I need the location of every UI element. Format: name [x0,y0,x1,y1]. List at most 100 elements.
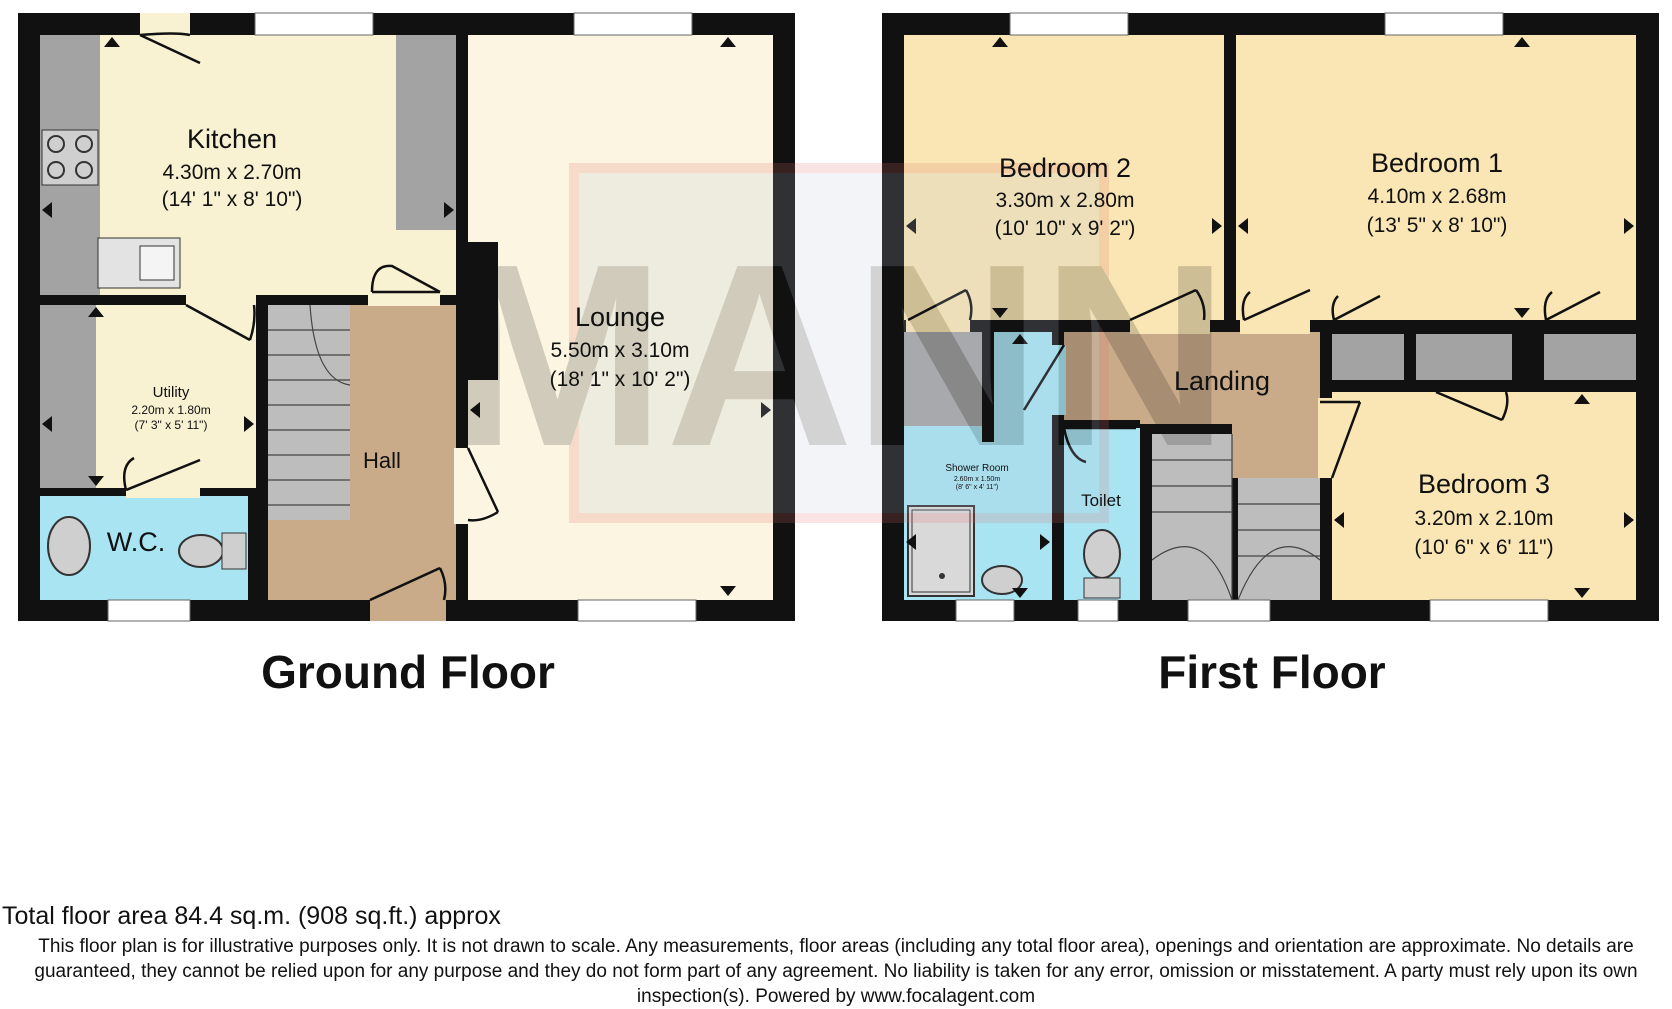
lounge-name: Lounge [575,302,665,332]
shower-room-imperial: (8' 6" x 4' 11") [956,484,999,491]
wall [1320,380,1636,392]
door-opening [1318,398,1334,478]
wall [1140,424,1152,600]
landing-floor [1064,332,1320,424]
cupboard [1544,334,1636,380]
kitchen-back-door-opening [140,13,190,35]
door-opening [368,292,440,306]
bedroom1-metric: 4.10m x 2.68m [1368,185,1507,208]
hob-ring [47,135,65,153]
window [1429,599,1549,622]
bedroom2-floor [904,35,1224,322]
lounge-imperial: (18' 1" x 10' 2") [550,368,691,391]
watermark-box [574,168,1104,518]
wall [1532,332,1544,380]
bedroom3-imperial: (10' 6" x 6' 11") [1414,536,1553,559]
window [955,599,1015,622]
door-swings [123,32,500,602]
utility-name: Utility [153,384,190,401]
first-floor-title: First Floor [1158,646,1386,698]
watermark: MANN [449,163,1229,523]
kitchen-imperial: (14' 1" x 8' 10") [162,188,303,211]
kitchen-name: Kitchen [187,124,277,154]
window [107,599,191,622]
bedroom2-metric: 3.30m x 2.80m [996,189,1135,212]
dimension-markers [42,37,771,596]
wall [982,332,994,442]
total-floor-area: Total floor area 84.4 sq.m. (908 sq.ft.)… [2,902,501,930]
hob-ring [75,135,93,153]
sink-bowl [139,245,175,281]
bedroom1-name: Bedroom 1 [1371,148,1503,178]
lounge-metric: 5.50m x 3.10m [551,339,690,362]
cupboard [1416,334,1512,380]
window [1187,599,1271,622]
basin-icon [47,516,91,576]
door-opening [454,448,470,524]
window [254,12,374,36]
shower-room-metric: 2.60m x 1.50m [954,476,1000,483]
cistern [221,532,247,570]
shower-drain [939,573,945,579]
wall [1404,332,1416,380]
first-floor-plan [882,12,1659,622]
landing-floor [1232,424,1320,478]
window [573,12,693,36]
utility-worktop [40,305,96,488]
cupboard [904,332,982,426]
ground-floor-title: Ground Floor [261,646,555,698]
shower-tray-icon [907,505,975,597]
bedroom3-metric: 3.20m x 2.10m [1415,507,1554,530]
kitchen-worktop [396,35,456,230]
landing-name: Landing [1174,366,1270,396]
toilet-name: Toilet [1081,491,1121,510]
ground-floor-stairs [268,305,350,520]
toilet-icon [1083,529,1121,579]
disclaimer-text: This floor plan is for illustrative purp… [34,936,1638,1007]
watermark-border [569,163,1109,523]
door-opening [1130,318,1210,334]
wall [1320,320,1636,332]
chimney-breast [456,242,498,380]
door-opening [186,292,256,306]
stair-treads [1151,434,1321,601]
wall [1064,420,1140,428]
stair-treads [268,304,351,506]
utility-metric: 2.20m x 1.80m [131,403,210,417]
watermark-text: MANN [449,211,1229,501]
shower-tray-inner [911,509,971,593]
hob-ring [47,161,65,179]
door-swings [907,288,1601,479]
basin-icon [981,565,1023,595]
wall [1224,35,1236,332]
door-opening [126,486,200,498]
ground-floor-plan [18,12,795,622]
hall-name: Hall [363,448,401,473]
first-floor-stairs [1238,478,1320,600]
wall [256,295,268,600]
bedroom2-name: Bedroom 2 [999,153,1131,183]
bedroom1-floor [1236,35,1636,320]
cistern [1083,577,1121,599]
floor-plan-drawing: MANN Kitchen 4.30m x 2.70m (14' 1" x 8' … [18,12,1659,622]
wc-name: W.C. [107,527,166,557]
wall [456,35,468,242]
cupboard [1332,334,1404,380]
hob-ring [75,161,93,179]
first-floor-stairs [1152,434,1232,600]
toilet-icon [178,534,224,568]
lounge-floor [468,35,773,600]
utility-imperial: (7' 3" x 5' 11") [135,418,208,432]
door-opening [906,318,970,334]
window [577,599,697,622]
front-door-opening [370,596,446,621]
shower-room-name: Shower Room [945,463,1008,474]
bedroom2-imperial: (10' 10" x 9' 2") [995,217,1136,240]
window [1077,599,1119,622]
kitchen-metric: 4.30m x 2.70m [163,161,302,184]
window [1009,12,1129,36]
window [1384,12,1504,36]
bedroom3-name: Bedroom 3 [1418,469,1550,499]
dimension-markers [906,37,1634,598]
bedroom3-floor [1332,392,1636,600]
